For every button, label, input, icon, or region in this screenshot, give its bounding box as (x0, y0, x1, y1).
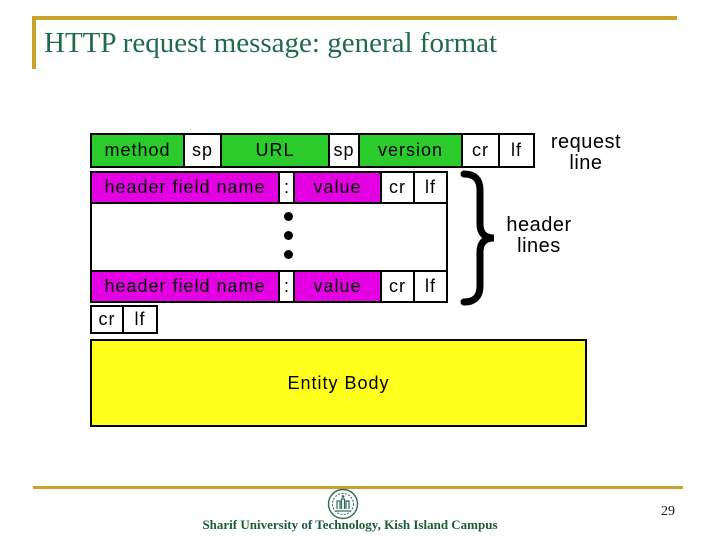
left-accent-bar (32, 16, 36, 69)
lf-cell-header-1: lf (413, 171, 448, 204)
lf-cell-request: lf (498, 133, 535, 168)
header-lines-label: header lines (498, 215, 580, 257)
cr-cell-header-1: cr (380, 171, 415, 204)
lf-cell-header-2: lf (413, 270, 448, 303)
header-lines-label-line2: lines (517, 235, 561, 257)
ellipsis-dot (284, 250, 293, 259)
method-cell: method (90, 133, 185, 168)
sp-cell-2: sp (328, 133, 360, 168)
version-cell: version (358, 133, 463, 168)
value-cell-2: value (293, 270, 382, 303)
header-line-row-2: header field name : value cr lf (90, 270, 448, 303)
header-field-name-cell-1: header field name (90, 171, 280, 204)
request-line-label-line2: line (569, 152, 603, 174)
lf-cell-final: lf (122, 305, 158, 334)
ellipsis-box (90, 202, 448, 272)
header-line-row-1: header field name : value cr lf (90, 171, 448, 204)
entity-body-label: Entity Body (287, 372, 390, 393)
top-accent-line (32, 16, 677, 20)
entity-body-box: Entity Body (90, 339, 587, 427)
footer-institution: Sharif University of Technology, Kish Is… (202, 517, 498, 532)
page-title: HTTP request message: general format (44, 27, 498, 59)
page-number: 29 (661, 504, 675, 519)
request-line-row: method sp URL sp version cr lf (90, 133, 535, 168)
request-line-label-line1: request (550, 131, 622, 153)
header-field-name-cell-2: header field name (90, 270, 280, 303)
bottom-accent-line (33, 486, 683, 489)
request-line-label: request line (538, 132, 634, 174)
ellipsis-dot (284, 212, 293, 221)
url-cell: URL (220, 133, 330, 168)
header-lines-label-line1: header (506, 214, 572, 236)
final-crlf-row: cr lf (90, 305, 158, 334)
university-seal-icon (327, 488, 359, 520)
sp-cell-1: sp (183, 133, 222, 168)
cr-cell-header-2: cr (380, 270, 415, 303)
value-cell-1: value (293, 171, 382, 204)
cr-cell-request: cr (461, 133, 500, 168)
cr-cell-final: cr (90, 305, 124, 334)
header-lines-brace (460, 170, 495, 306)
ellipsis-dot (284, 231, 293, 240)
